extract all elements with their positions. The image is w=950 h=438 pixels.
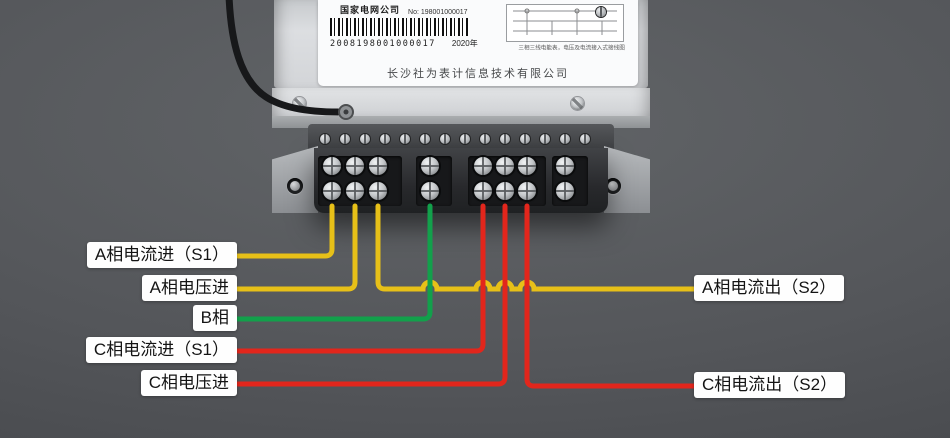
terminal-screw — [346, 157, 364, 175]
terminal-screw — [496, 182, 514, 200]
cover-screw — [540, 134, 550, 144]
terminal-screw — [369, 157, 387, 175]
label-a-phase-current-in: A相电流进（S1） — [86, 242, 237, 268]
terminal-screw — [323, 157, 341, 175]
cover-screw — [420, 134, 430, 144]
label-c-phase-current-out: C相电流出（S2） — [694, 372, 846, 398]
wiring-diagram-thumbnail — [506, 4, 624, 42]
cover-screw — [440, 134, 450, 144]
housing-screw-right — [571, 97, 584, 110]
terminal-screw — [518, 157, 536, 175]
wire-c-current-out — [524, 203, 697, 389]
mounting-screw-right — [605, 178, 621, 194]
label-c-phase-voltage-in: C相电压进 — [140, 370, 237, 396]
brand-text: 国家电网公司 — [340, 5, 401, 15]
terminal-screw — [421, 182, 439, 200]
cover-screw-top-right — [596, 7, 606, 17]
label-a-phase-voltage-in: A相电压进 — [141, 275, 237, 301]
diagram-caption: 三相三线电能表，电压及电流接入式接线图 — [518, 45, 625, 52]
cover-screw — [560, 134, 570, 144]
cover-screw — [500, 134, 510, 144]
terminal-screw — [323, 182, 341, 200]
label-b-phase: B相 — [192, 305, 237, 331]
cover-screw — [520, 134, 530, 144]
label-a-phase-current-out: A相电流出（S2） — [694, 275, 845, 301]
barcode — [330, 18, 470, 36]
housing-screw-left — [293, 97, 306, 110]
terminal-screw — [556, 157, 574, 175]
terminal-screw — [346, 182, 364, 200]
wire-a-current-out — [375, 203, 697, 292]
cover-screw — [380, 134, 390, 144]
terminal-screw — [496, 157, 514, 175]
cover-screw — [400, 134, 410, 144]
cover-screw — [360, 134, 370, 144]
wire-b-phase — [235, 203, 433, 322]
terminal-screw — [474, 157, 492, 175]
meter-mid-housing — [272, 88, 650, 116]
cover-screw — [460, 134, 470, 144]
wire-c-voltage-in — [235, 203, 508, 387]
nameplate-right-block: 三相三线电能表，电压及电流接入式接线图 — [506, 4, 630, 54]
wire-a-voltage-in — [235, 203, 358, 292]
wire-c-current-in — [235, 203, 486, 354]
label-c-phase-current-in: C相电流进（S1） — [85, 337, 237, 363]
barcode-number: No: 198001000017 — [408, 9, 468, 16]
nameplate-left-block: 国家电网公司 No: 198001000017 2008198001000017… — [330, 3, 494, 49]
energy-meter: 国家电网公司 No: 198001000017 2008198001000017… — [272, 0, 650, 213]
terminal-screw — [474, 182, 492, 200]
meter-nameplate: 国家电网公司 No: 198001000017 2008198001000017… — [318, 0, 638, 86]
terminal-screw — [518, 182, 536, 200]
mounting-screw-left — [287, 178, 303, 194]
cover-screw — [580, 134, 590, 144]
terminal-screw — [556, 182, 574, 200]
cover-screw — [320, 134, 330, 144]
terminal-screw — [369, 182, 387, 200]
manufacturer-name: 长沙社为表计信息技术有限公司 — [387, 68, 569, 80]
terminal-screw — [421, 157, 439, 175]
cover-screw — [480, 134, 490, 144]
serial-number: 2008198001000017 — [330, 39, 436, 49]
wire-a-current-in — [235, 203, 335, 259]
year-label: 2020年 — [451, 39, 478, 48]
cover-screw — [340, 134, 350, 144]
